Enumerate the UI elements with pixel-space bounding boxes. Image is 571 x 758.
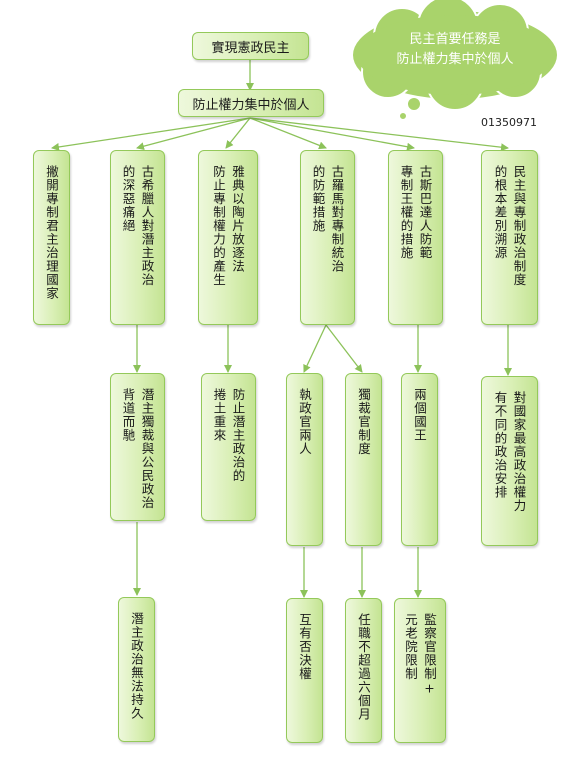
callout-cloud — [351, 0, 559, 121]
branch-node-4-label: 古羅馬對專制統治 的防範措施 — [310, 165, 345, 273]
main-node-label: 防止權力集中於個人 — [192, 97, 310, 113]
connector-main-branch-2 — [136, 117, 251, 151]
greek-child-1[interactable]: 潛主獨裁與公民政治 背道而馳 — [110, 373, 165, 521]
rome-child-consuls-label: 執政官兩人 — [297, 388, 312, 456]
callout-text: 民主首要任務是 防止權力集中於個人 — [360, 30, 550, 70]
branch-node-5[interactable]: 古斯巴達人防範 專制王權的措施 — [388, 150, 443, 325]
branch-node-2[interactable]: 古希臘人對潛主政治 的深惡痛絕 — [110, 150, 165, 325]
sparta-child-oversight[interactable]: 監察官限制+ 元老院限制 — [394, 598, 446, 743]
document-code: 01350971 — [481, 116, 537, 129]
root-node[interactable]: 實現憲政民主 — [192, 32, 309, 60]
origin-child-1-label: 對國家最高政治權力 有不同的政治安排 — [492, 391, 527, 513]
rome-child-veto-label: 互有否決權 — [297, 613, 312, 681]
branch-node-1-label: 撇開專制君主治理國家 — [44, 165, 59, 300]
rome-child-dictator[interactable]: 獨裁官制度 — [345, 373, 382, 546]
connector-main-branch-1 — [51, 117, 251, 151]
sparta-child-oversight-label: 監察官限制+ 元老院限制 — [403, 613, 437, 697]
origin-child-1[interactable]: 對國家最高政治權力 有不同的政治安排 — [481, 376, 538, 546]
connectors — [51, 60, 512, 598]
branch-node-5-label: 古斯巴達人防範 專制王權的措施 — [398, 165, 433, 260]
root-node-label: 實現憲政民主 — [211, 40, 290, 56]
rome-child-term[interactable]: 任職不超過六個月 — [345, 598, 382, 743]
rome-child-dictator-label: 獨裁官制度 — [356, 388, 371, 456]
connector-main-branch-4 — [249, 117, 327, 150]
connector-rome-right — [325, 324, 363, 373]
branch-node-6[interactable]: 民主與專制政治制度 的根本差別溯源 — [481, 150, 538, 325]
greek-child-2-label: 潛主政治無法持久 — [129, 612, 144, 720]
branch-node-2-label: 古希臘人對潛主政治 的深惡痛絕 — [120, 165, 155, 287]
sparta-child-kings-label: 兩個國王 — [412, 388, 427, 442]
athens-child-1-label: 防止潛主政治的 捲土重來 — [211, 388, 246, 483]
connector-main-branch-6 — [249, 117, 509, 152]
connector-main-branch-5 — [249, 117, 415, 151]
callout-line-1: 民主首要任務是 — [409, 32, 501, 47]
athens-child-1[interactable]: 防止潛主政治的 捲土重來 — [201, 373, 256, 521]
connector-rome-left — [303, 324, 327, 373]
sparta-child-kings[interactable]: 兩個國王 — [401, 373, 438, 546]
callout-line-2: 防止權力集中於個人 — [396, 52, 514, 67]
rome-child-term-label: 任職不超過六個月 — [356, 613, 371, 721]
branch-node-4[interactable]: 古羅馬對專制統治 的防範措施 — [300, 150, 355, 325]
rome-child-veto[interactable]: 互有否決權 — [286, 598, 323, 743]
rome-child-consuls[interactable]: 執政官兩人 — [286, 373, 323, 546]
connector-main-branch-3 — [225, 117, 251, 149]
branch-node-6-label: 民主與專制政治制度 的根本差別溯源 — [492, 165, 527, 287]
greek-child-2[interactable]: 潛主政治無法持久 — [118, 597, 155, 742]
branch-node-3[interactable]: 雅典以陶片放逐法 防止專制權力的產生 — [198, 150, 258, 325]
greek-child-1-label: 潛主獨裁與公民政治 背道而馳 — [120, 388, 155, 510]
branch-node-1[interactable]: 撇開專制君主治理國家 — [33, 150, 70, 325]
main-node[interactable]: 防止權力集中於個人 — [178, 89, 324, 117]
branch-node-3-label: 雅典以陶片放逐法 防止專制權力的產生 — [211, 165, 245, 287]
